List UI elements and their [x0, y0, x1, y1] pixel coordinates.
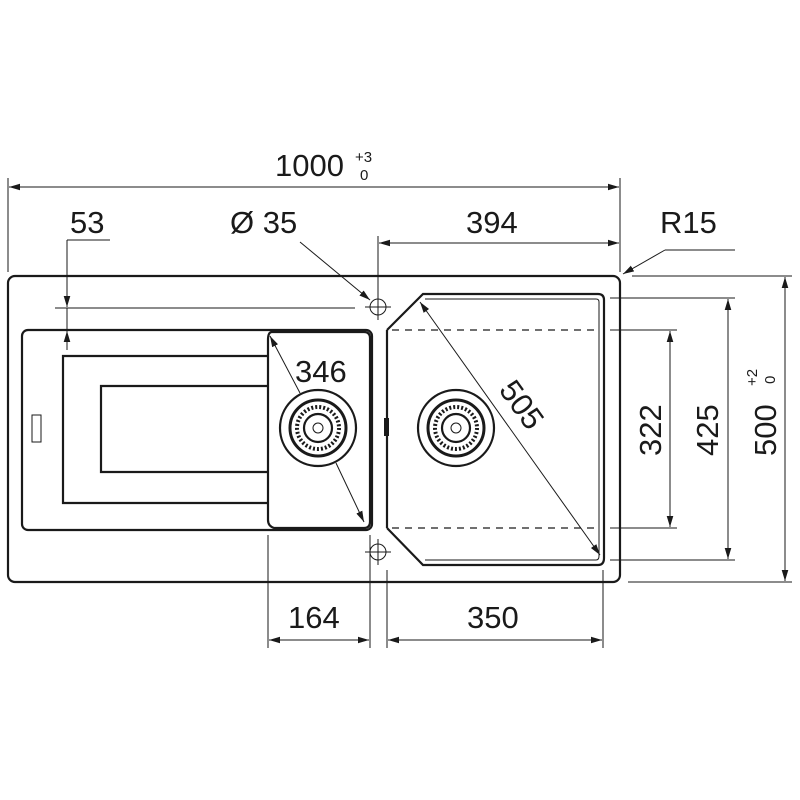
overall-depth-tol-upper: +2 — [744, 369, 761, 386]
bowl-offset-label: 394 — [466, 205, 518, 240]
overall-depth-label: 500 — [748, 404, 783, 456]
overflow-slot — [31, 414, 42, 443]
overall-depth-tol-lower: 0 — [762, 376, 779, 384]
overall-width-tol-lower: 0 — [360, 167, 368, 184]
sink-outline — [6, 274, 622, 584]
drainer-offset-label: 53 — [70, 205, 104, 240]
tap-hole-label: Ø 35 — [230, 205, 297, 240]
drainer — [20, 328, 374, 532]
bowl-inner-depth-label: 322 — [633, 404, 668, 456]
main-bowl-width-label: 350 — [467, 600, 519, 635]
dimension-lines — [9, 183, 789, 644]
bowl-depth-label: 425 — [690, 404, 725, 456]
drain-strainer-icon — [416, 388, 496, 468]
main-bowl — [384, 292, 606, 567]
small-bowl-width-label: 164 — [288, 600, 340, 635]
tap-hole-icon — [365, 539, 391, 565]
extension-lines — [7, 178, 792, 648]
corner-radius-label: R15 — [660, 205, 717, 240]
drain-strainer-icon — [278, 388, 358, 468]
overall-width-tol-upper: +3 — [355, 149, 372, 166]
small-bowl-diag-label: 346 — [295, 354, 347, 389]
main-bowl-diag-label: 505 — [492, 374, 551, 436]
tap-hole-icon — [365, 236, 391, 320]
overall-width-label: 1000 — [275, 148, 344, 183]
small-bowl — [266, 330, 372, 530]
